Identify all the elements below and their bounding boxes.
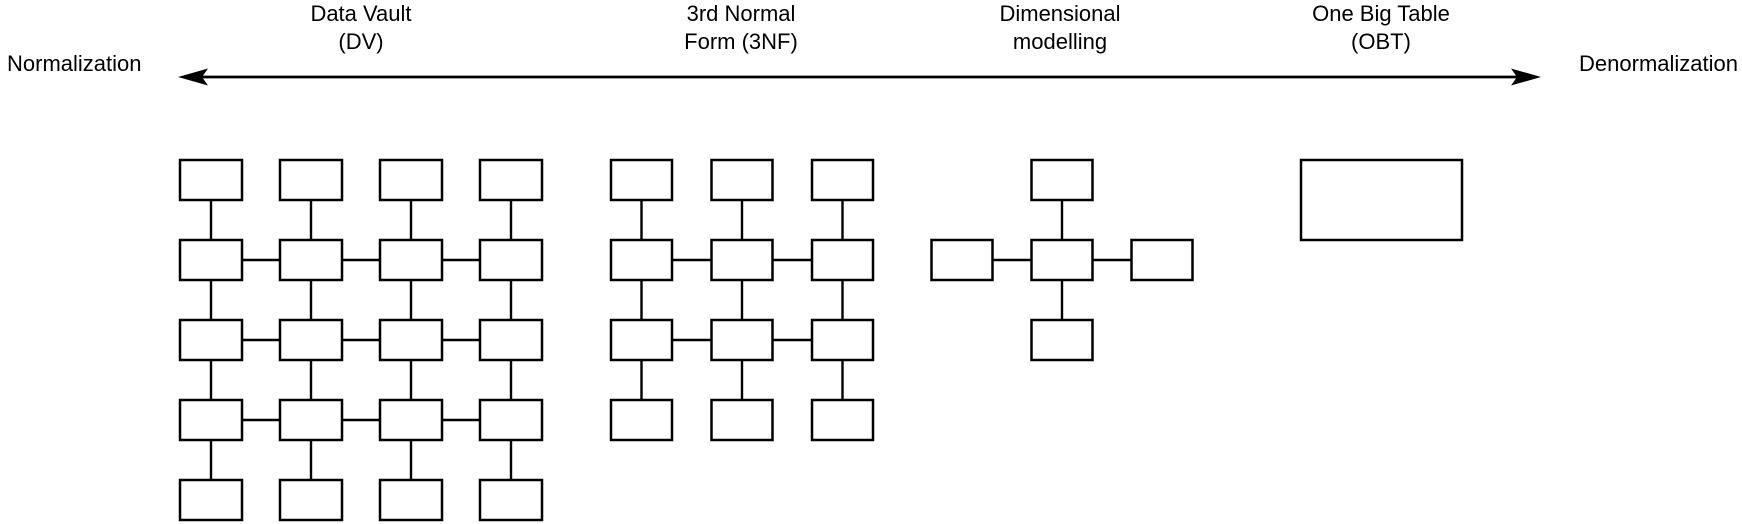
table-box (930, 238, 994, 282)
table-box (478, 318, 544, 362)
axis-label-normalization: Normalization (7, 51, 142, 76)
table-box (810, 398, 875, 442)
table-box (609, 158, 674, 202)
table-box (478, 238, 544, 282)
table-box (278, 318, 344, 362)
table-box (478, 478, 544, 522)
3nf-diagram (609, 158, 875, 442)
table-box (710, 398, 774, 442)
table-box (1030, 318, 1094, 362)
label-data-vault-line1: Data Vault (310, 1, 412, 26)
label-one-big-table: One Big Table (OBT) (1271, 0, 1491, 56)
label-data-vault-line2: (DV) (338, 29, 384, 54)
table-box (1130, 238, 1194, 282)
table-box (478, 398, 544, 442)
table-box (278, 238, 344, 282)
label-obt-line2: (OBT) (1351, 29, 1411, 54)
table-box (710, 318, 774, 362)
table-box (278, 478, 344, 522)
table-box (710, 238, 774, 282)
table-box (478, 158, 544, 202)
table-box (609, 238, 674, 282)
table-box (378, 398, 444, 442)
arrowhead-right-icon (1511, 68, 1541, 86)
table-box (178, 478, 244, 522)
table-box (810, 318, 875, 362)
table-box (178, 398, 244, 442)
label-3nf: 3rd Normal Form (3NF) (631, 0, 851, 56)
table-box (1030, 158, 1094, 202)
table-box (378, 238, 444, 282)
label-dimensional-line2: modelling (1012, 29, 1108, 54)
table-box (278, 158, 344, 202)
label-obt-line1: One Big Table (1312, 1, 1450, 26)
table-box (609, 398, 674, 442)
table-box (178, 318, 244, 362)
table-box (1030, 238, 1094, 282)
obt-diagram (1299, 158, 1464, 242)
table-box (178, 158, 244, 202)
dimensional-diagram (930, 158, 1194, 362)
table-box (378, 158, 444, 202)
table-box (1299, 158, 1464, 242)
table-box (178, 238, 244, 282)
table-box (609, 318, 674, 362)
label-3nf-line1: 3rd Normal (686, 1, 796, 26)
table-box (710, 158, 774, 202)
arrowhead-left-icon (178, 68, 208, 86)
normalization-axis-arrow (178, 68, 1541, 86)
table-box (810, 238, 875, 282)
table-box (378, 318, 444, 362)
table-box (810, 158, 875, 202)
table-box (278, 398, 344, 442)
label-data-vault: Data Vault (DV) (251, 0, 471, 56)
axis-label-denormalization: Denormalization (1579, 51, 1738, 76)
label-3nf-line2: Form (3NF) (684, 29, 798, 54)
data-vault-diagram (178, 158, 544, 522)
table-box (378, 478, 444, 522)
label-dimensional-line1: Dimensional (999, 1, 1121, 26)
label-dimensional-modelling: Dimensional modelling (950, 0, 1170, 56)
